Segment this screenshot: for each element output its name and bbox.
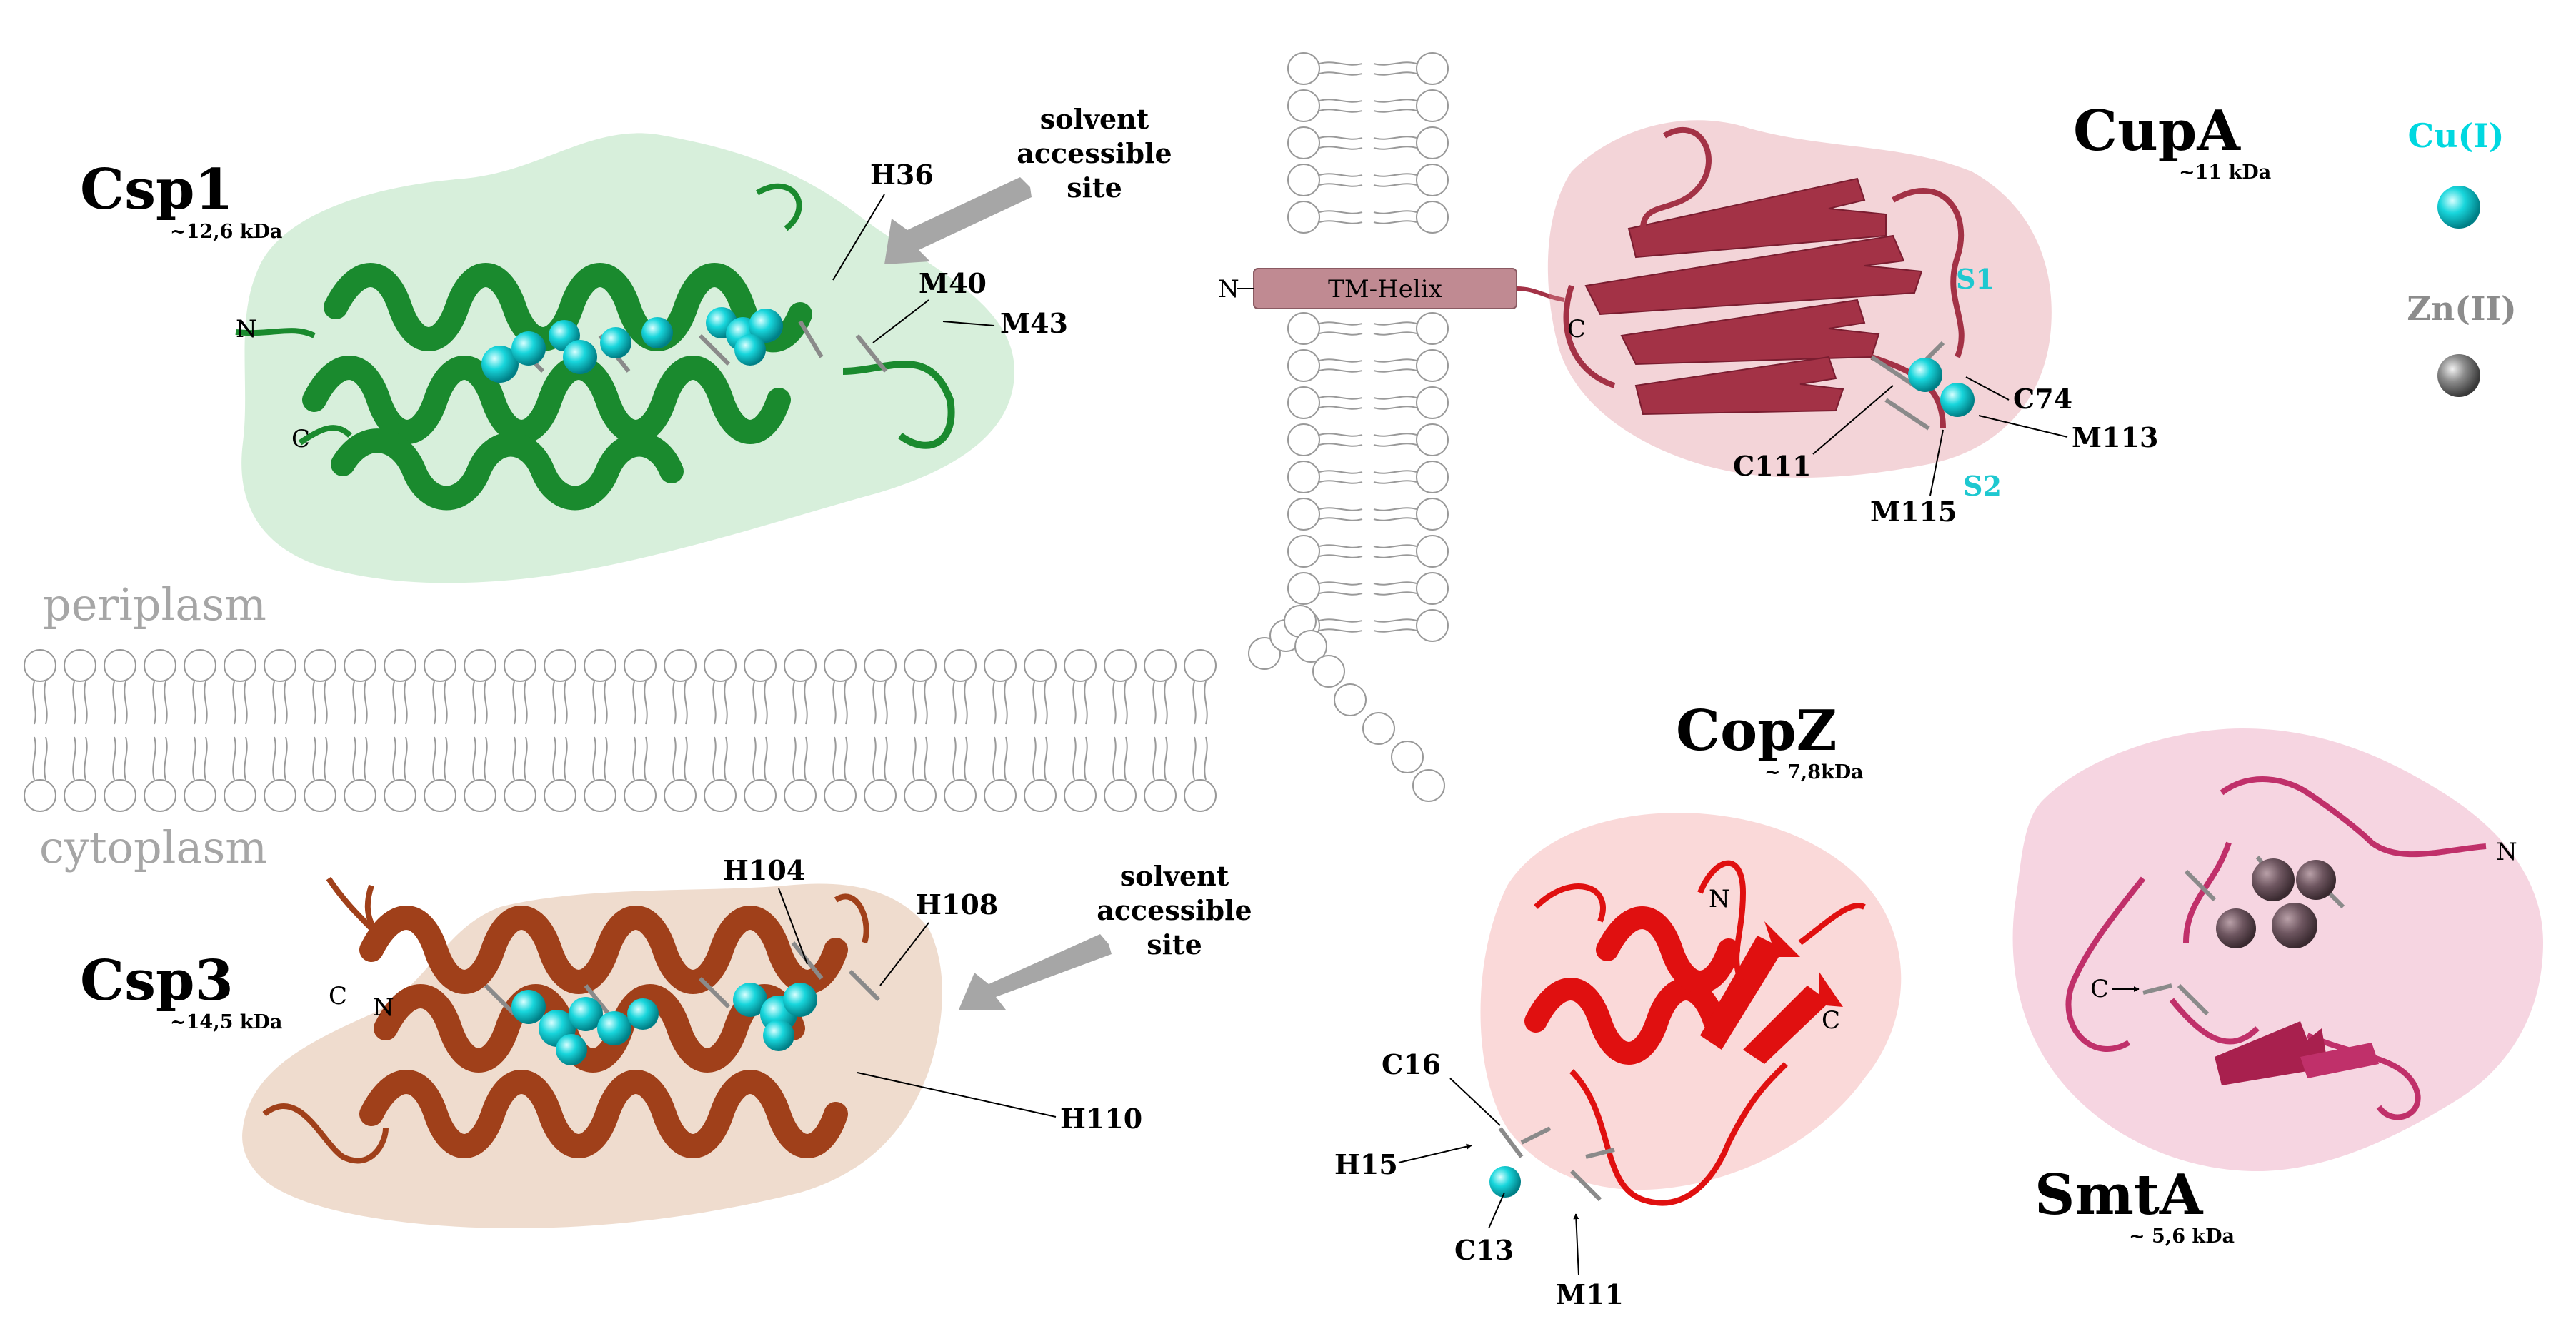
smta-c-terminus: C xyxy=(2090,975,2109,1003)
tm-helix-label: TM-Helix xyxy=(1328,275,1442,304)
csp3-c-terminus: C xyxy=(329,982,347,1010)
legend-cu-label: Cu(I) xyxy=(2407,116,2504,155)
csp3-residue: H110 xyxy=(1060,1103,1142,1135)
legend-cu-swatch xyxy=(2437,186,2480,229)
smta-name: SmtA xyxy=(2035,1163,2204,1228)
csp3-n-terminus: N xyxy=(373,993,394,1022)
csp1-residue: H36 xyxy=(870,159,934,191)
copz-residue: H15 xyxy=(1334,1148,1398,1180)
csp3-mass: ~14,5 kDa xyxy=(170,1011,282,1033)
cupa-cu-site1 xyxy=(1908,358,1942,392)
csp3-residue: H104 xyxy=(723,854,805,886)
csp3-residue: H108 xyxy=(916,888,998,921)
copz-c-terminus: C xyxy=(1822,1006,1840,1035)
cupa-c-terminus: C xyxy=(1567,315,1586,343)
cupa-cu-site2 xyxy=(1940,383,1975,417)
legend: Cu(I) Zn(II) xyxy=(2407,116,2517,397)
cupa-residue: C111 xyxy=(1733,450,1812,482)
cupa-residue: C74 xyxy=(2013,383,2072,415)
csp1-residue: M40 xyxy=(919,267,987,299)
csp1-site-note: accessible xyxy=(1017,137,1172,169)
copz-residue: M11 xyxy=(1556,1278,1624,1310)
copz-n-terminus: N xyxy=(1709,885,1730,913)
smta-n-terminus: N xyxy=(2496,838,2517,866)
copz-residue: C13 xyxy=(1454,1234,1514,1266)
csp3-structure: Csp3 ~14,5 kDa C N H104 H108 H110 solven… xyxy=(80,854,1252,1228)
csp1-residue: M43 xyxy=(1000,307,1068,339)
periplasm-label: periplasm xyxy=(43,578,266,631)
csp1-name: Csp1 xyxy=(80,157,234,222)
cupa-structure: CupA ~11 kDa C S1 S2 C74 M113 C111 M115 xyxy=(1548,99,2271,528)
smta-mass: ~ 5,6 kDa xyxy=(2129,1225,2235,1248)
copz-mass: ~ 7,8kDa xyxy=(1764,761,1864,783)
csp3-site-note: accessible xyxy=(1097,894,1252,926)
cupa-mass: ~11 kDa xyxy=(2179,161,2271,184)
cupa-site-label: S1 xyxy=(1956,263,1995,295)
membrane-bilayer-horizontal xyxy=(24,650,1216,811)
csp3-site-note: solvent xyxy=(1120,860,1229,892)
copz-name: CopZ xyxy=(1676,698,1837,763)
legend-zn-swatch xyxy=(2437,354,2480,397)
cupa-residue: M115 xyxy=(1870,496,1957,528)
tm-helix: TM-Helix N xyxy=(1218,269,1564,309)
copz-residue: C16 xyxy=(1382,1048,1441,1080)
csp1-site-note: solvent xyxy=(1040,103,1149,135)
csp3-solvent-arrow xyxy=(959,934,1112,1010)
cytoplasm-label: cytoplasm xyxy=(39,821,267,873)
csp1-site-note: site xyxy=(1067,171,1122,204)
csp1-mass: ~12,6 kDa xyxy=(170,221,282,243)
tm-n-terminus: N xyxy=(1218,275,1239,304)
csp3-name: Csp3 xyxy=(80,948,234,1013)
cupa-residue: M113 xyxy=(2072,421,2158,453)
legend-zn-label: Zn(II) xyxy=(2407,289,2517,328)
csp1-c-terminus: C xyxy=(291,425,310,453)
cupa-name: CupA xyxy=(2073,99,2241,164)
csp1-structure: Csp1 ~12,6 kDa N C H36 M40 M43 solvent a… xyxy=(80,103,1172,583)
smta-structure: SmtA ~ 5,6 kDa N C xyxy=(2013,728,2543,1248)
membrane-bilayer-vertical xyxy=(1249,53,1448,801)
csp3-site-note: site xyxy=(1147,928,1202,961)
csp1-n-terminus: N xyxy=(236,315,257,343)
cupa-site-label: S2 xyxy=(1963,470,2002,502)
copz-cu-ion xyxy=(1489,1166,1521,1198)
